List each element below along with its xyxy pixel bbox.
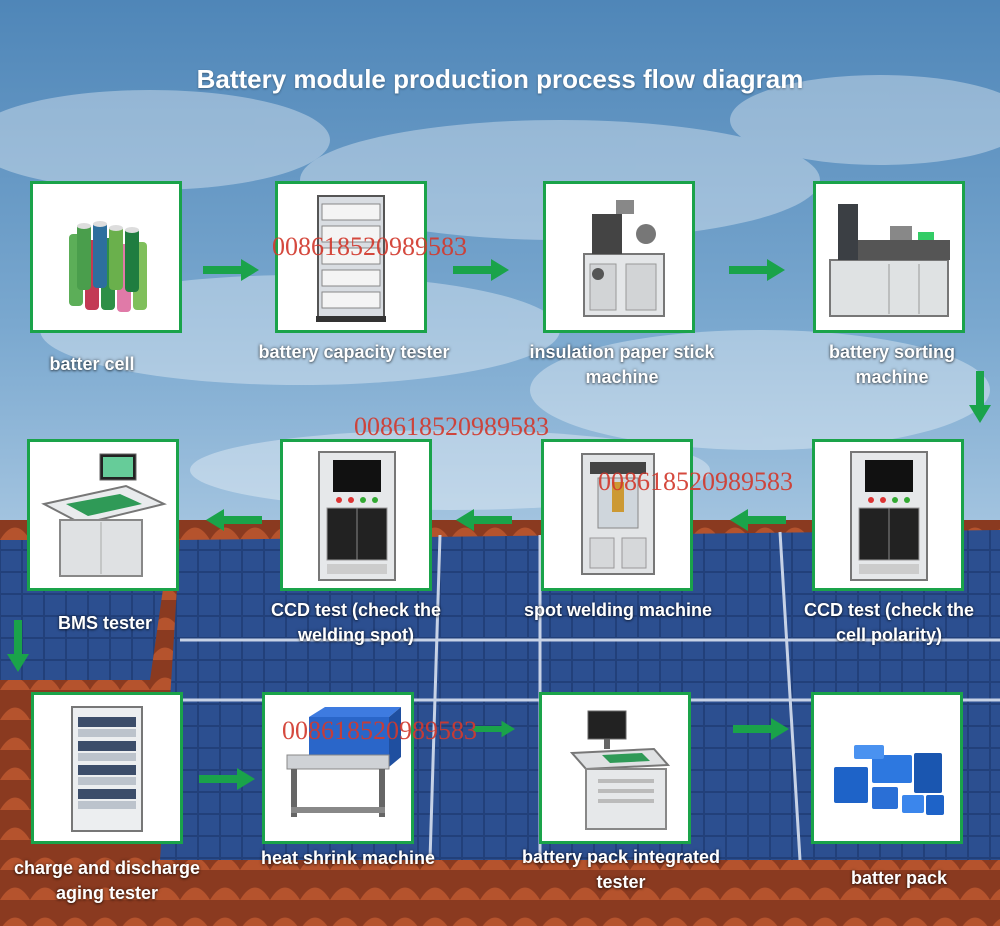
capacity-tester-rack-icon — [316, 195, 386, 322]
sorting-machine-icon — [829, 204, 950, 317]
step-card-insulation-paper-stick-machine — [543, 181, 695, 333]
bms-tester-icon — [41, 453, 167, 577]
ccd-cabinet-icon — [318, 451, 396, 581]
step-label-batter-cell: batter cell — [49, 354, 135, 374]
step-label-battery-capacity-tester: battery capacity tester — [258, 342, 450, 362]
watermark-phone: 008618520989583 — [354, 412, 549, 441]
step-card-battery-sorting-machine — [813, 181, 965, 333]
step-card-spot-welding-machine — [541, 439, 693, 591]
step-card-battery-capacity-tester — [275, 181, 427, 333]
step-card-heat-shrink-machine — [262, 692, 414, 844]
step-label-insulation-paper-stick-machine: insulation paper stick machine — [529, 342, 715, 387]
arrow-right-icon — [473, 720, 515, 738]
pack-tester-icon — [569, 710, 671, 830]
arrow-right-icon — [203, 259, 259, 281]
step-card-ccd-test-cell-polarity — [812, 439, 964, 591]
arrow-right-icon — [733, 718, 789, 740]
step-label-bms-tester: BMS tester — [57, 613, 153, 633]
ccd-cabinet-icon — [850, 451, 928, 581]
watermark-phone: 008618520989583 — [272, 232, 467, 261]
arrow-left-icon — [206, 509, 262, 531]
battery-cells-icon — [69, 221, 147, 312]
step-label-heat-shrink-machine: heat shrink machine — [260, 848, 436, 868]
step-label-ccd-test-welding-spot: CCD test (check the welding spot) — [270, 600, 442, 645]
step-card-charge-discharge-aging-tester — [31, 692, 183, 844]
watermark-phone: 008618520989583 — [282, 716, 477, 745]
spot-welder-icon — [581, 453, 655, 575]
heat-shrink-tunnel-icon — [286, 707, 401, 817]
step-label-batter-pack: batter pack — [850, 868, 948, 888]
arrow-down-icon — [7, 620, 29, 672]
insulation-paper-machine-icon — [583, 200, 665, 317]
diagram-title: Battery module production process flow d… — [196, 64, 804, 94]
step-card-bms-tester — [27, 439, 179, 591]
step-label-ccd-test-cell-polarity: CCD test (check the cell polarity) — [803, 600, 975, 645]
step-card-batter-cell — [30, 181, 182, 333]
battery-pack-icon — [834, 745, 944, 815]
step-label-spot-welding-machine: spot welding machine — [523, 600, 713, 620]
step-card-battery-pack-integrated-tester — [539, 692, 691, 844]
arrow-left-icon — [456, 509, 512, 531]
step-card-batter-pack — [811, 692, 963, 844]
step-card-ccd-test-welding-spot — [280, 439, 432, 591]
aging-tester-rack-icon — [71, 706, 143, 832]
step-label-battery-pack-integrated-tester: battery pack integrated tester — [521, 847, 721, 892]
arrow-right-icon — [453, 259, 509, 281]
step-label-battery-sorting-machine: battery sorting machine — [828, 342, 956, 387]
arrow-right-icon — [729, 259, 785, 281]
arrow-left-icon — [730, 509, 786, 531]
arrow-down-icon — [969, 371, 991, 423]
watermark-phone: 008618520989583 — [598, 467, 793, 496]
arrow-right-icon — [199, 768, 255, 790]
step-label-charge-discharge-aging-tester: charge and discharge aging tester — [13, 858, 201, 903]
